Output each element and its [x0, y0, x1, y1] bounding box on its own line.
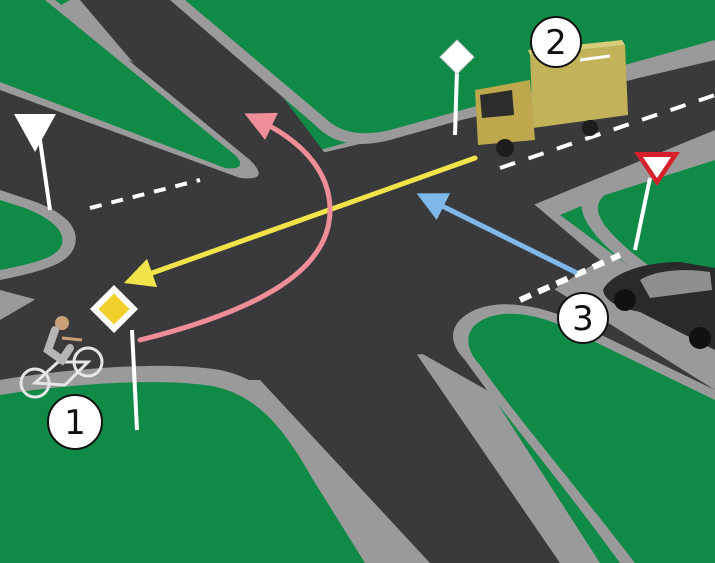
car	[603, 262, 715, 350]
car-icon	[603, 262, 715, 350]
number-label-2: 2	[530, 16, 582, 68]
number-label-text: 3	[572, 299, 594, 339]
priority-road-sign-top	[439, 39, 475, 136]
yield-sign-left	[14, 114, 56, 211]
priority-road-sign	[89, 284, 139, 431]
truck-path-arrow	[123, 155, 478, 288]
bicycle-icon	[19, 346, 104, 399]
movement-arrows	[123, 112, 578, 343]
number-label-text: 1	[64, 403, 86, 443]
number-label-3: 3	[557, 292, 609, 344]
number-label-text: 2	[545, 23, 567, 63]
number-label-1: 1	[47, 394, 103, 450]
yield-sign-right	[633, 152, 680, 251]
cyclist-path-arrow	[137, 112, 333, 343]
cyclist	[19, 316, 104, 399]
yield-sign-icon	[14, 114, 56, 152]
car-path-arrow	[416, 193, 578, 275]
lane-markings	[89, 93, 715, 303]
